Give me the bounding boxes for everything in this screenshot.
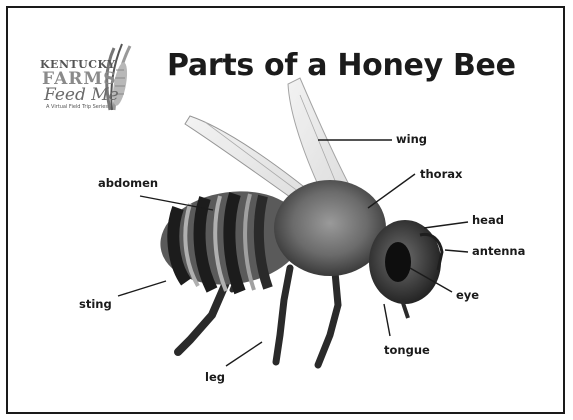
label-wing: wing: [396, 134, 427, 146]
label-abdomen: abdomen: [98, 178, 158, 190]
sting-leader-line: [118, 281, 166, 296]
thorax-leader-line: [368, 174, 415, 208]
label-leg: leg: [205, 372, 225, 384]
bee-eye: [385, 242, 411, 282]
antenna-leader-line: [445, 250, 468, 252]
label-thorax: thorax: [420, 169, 462, 181]
label-sting: sting: [79, 299, 112, 311]
label-antenna: antenna: [472, 246, 525, 258]
label-eye: eye: [456, 290, 479, 302]
leg-leader-line: [226, 342, 262, 366]
label-tongue: tongue: [384, 345, 430, 357]
label-head: head: [472, 215, 504, 227]
tongue-leader-line: [384, 304, 390, 336]
head-leader-line: [424, 222, 468, 228]
bee-head: [369, 220, 442, 318]
